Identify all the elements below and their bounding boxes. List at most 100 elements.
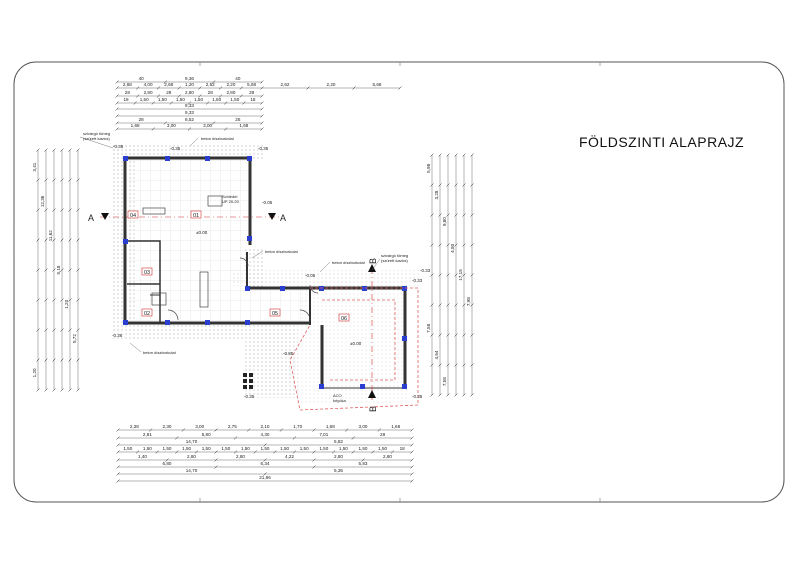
columns [123,156,407,389]
dimension-tick [44,268,48,272]
dimension-tick [115,101,119,105]
note-scheidel-2: UP 20-20 [222,199,240,204]
dimension-tick [198,94,202,98]
note-aco-1: ACO [333,393,342,398]
dimension-tick [165,458,169,462]
dimension-tick [263,472,267,476]
dimension-label: 2,68 [123,82,132,87]
dimension-label: 1,68 [391,424,400,429]
dimension-label: 2,20 [226,82,235,87]
dimension-tick [116,465,120,469]
dimension-label: 1,40 [138,454,147,459]
dimension-tick [44,388,48,392]
dimension-tick [361,458,365,462]
dimension-tick [454,393,458,397]
dimension-tick [292,436,297,440]
dimension-tick [224,127,228,131]
dimension-tick [454,363,458,367]
dimension-label: 8,52 [185,117,194,122]
dimension-tick [454,183,458,187]
dimension-tick [76,148,80,152]
dimension-tick [438,393,442,397]
dimension-label: 2,80 [236,454,245,459]
dimension-label: 7,58 [426,323,431,332]
dimension-tick [68,388,72,392]
dimension-tick [446,393,450,397]
dimension-label: 14,70 [186,439,198,444]
level-main: ±0.00 [196,230,208,235]
dimension-label: 9,80 [442,217,447,226]
dark-markers [243,373,253,389]
dimension-label: 5,80 [202,432,211,437]
dimension-label: 1,20 [185,82,194,87]
dimension-tick [470,213,474,217]
dimension-tick [194,450,199,454]
dimension-label: 25 [235,117,241,122]
dimension-tick [462,273,466,277]
dimension-tick [116,428,120,432]
dimension-label: 11,62 [48,230,53,242]
dimension-tick [454,273,458,277]
dimension-label: 7,98 [466,297,471,306]
dimension-label: 3,28 [434,190,439,199]
dimension-label: 18 [400,446,406,451]
dimension-tick [430,303,434,307]
dimension-tick [68,238,72,242]
note-szivargo-left-1: szivárgó tömeg [83,131,110,136]
room-number: 05 [272,311,278,317]
dimension-tick [151,127,155,131]
dimension-label: 4,22 [285,454,294,459]
room-number: 01 [193,213,199,219]
dimension-label: 5,68 [247,82,256,87]
dimension-tick [116,450,120,454]
dimension-tick [462,333,466,337]
dimension-tick [218,94,223,98]
dimension-label: 1,68 [131,123,140,128]
dimension-label: 40 [235,76,241,81]
dimension-tick [52,328,56,332]
dimension-tick [260,107,264,111]
dimension-tick [133,101,137,105]
dimension-tick [115,127,119,131]
dimension-label: 2,62 [281,82,290,87]
dimension-tick [462,213,466,217]
dimension-tick [446,213,450,217]
dimension-label: 1,50 [212,97,221,102]
dimension-tick [462,363,466,367]
dimension-label: 4,80 [450,243,455,252]
dimension-tick [205,101,210,105]
dimension-label: 1,50 [378,446,387,451]
dimension-tick [136,94,140,98]
dimension-label: 1,50 [202,446,211,451]
dimension-tick [446,183,450,187]
dimension-tick [410,472,414,476]
dimension-tick [377,428,382,432]
dimension-tick [239,94,243,98]
dimension-tick [438,183,442,187]
dimension-label: 5,82 [334,439,343,444]
dimension-tick [187,101,192,105]
dimension-label: 4,00 [144,82,153,87]
dimension-tick [331,450,336,454]
dimension-tick [214,458,218,462]
dimension-label: 1,50 [280,446,289,451]
dimension-tick [438,213,442,217]
dimension-tick [116,458,120,462]
dimension-tick [462,393,466,397]
dimension-label: 1,50 [140,97,149,102]
level-ne-left: -0.35 [170,146,181,151]
dimension-label: 4,54 [434,350,439,359]
dimension-tick [438,363,442,367]
dimension-label: 1,50 [182,446,191,451]
dimension-tick [446,303,450,307]
dimension-tick [410,465,414,469]
dimension-label: 28 [249,90,255,95]
level-marks: -0.35 -0.35 -0.35 ±0.00 ±0.00 -0.05 -0.0… [112,144,431,399]
fixtures [142,195,319,321]
dimension-tick [462,303,466,307]
dimension-tick [163,121,168,125]
section-a-right: A [280,213,286,223]
dimension-tick [60,178,64,182]
section-b-top: B [368,258,378,264]
